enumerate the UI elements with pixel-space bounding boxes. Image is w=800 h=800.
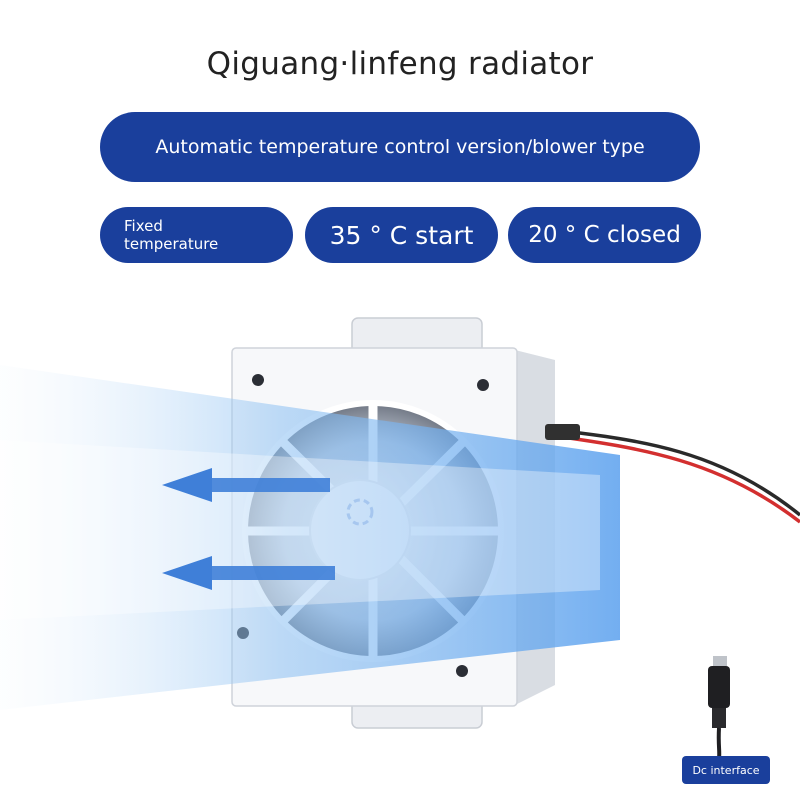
dc-plug-icon (708, 656, 730, 759)
closed-temperature-badge: 20 ° C closed (508, 207, 701, 263)
start-temperature-badge: 35 ° C start (305, 207, 498, 263)
product-photo (0, 290, 800, 800)
fixed-temperature-label: Fixed temperature (124, 217, 219, 253)
dc-interface-badge: Dc interface (682, 756, 770, 784)
fixed-temperature-badge: Fixed temperature (100, 207, 293, 263)
power-cable (545, 424, 800, 524)
arrow-left-icon (162, 556, 335, 590)
product-title: Qiguang·linfeng radiator (206, 46, 594, 82)
airflow-stream (0, 365, 620, 710)
version-badge: Automatic temperature control version/bl… (100, 112, 700, 182)
fan-illustration (0, 317, 800, 759)
arrow-left-icon (162, 468, 330, 502)
